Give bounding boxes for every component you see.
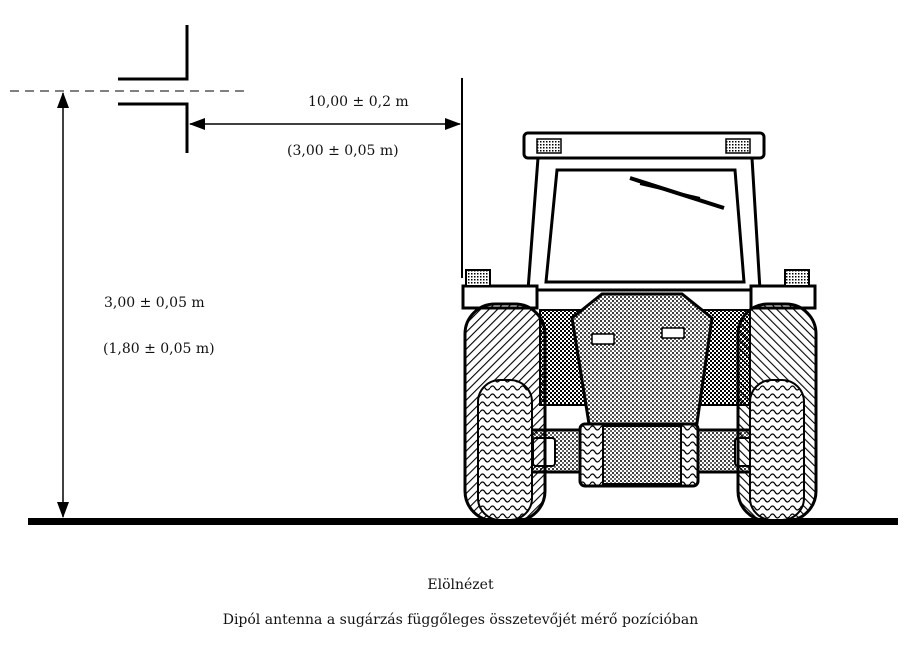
ground-line (28, 518, 898, 525)
side-light-right (784, 269, 810, 287)
roof-light-right (725, 138, 751, 154)
dipole-antenna-icon (118, 25, 189, 153)
height-alt-label: (1,80 ± 0,05 m) (103, 341, 215, 357)
roof-light-left (536, 138, 562, 154)
hood-light-left (591, 333, 615, 345)
distance-label: 10,00 ± 0,2 m (308, 94, 409, 110)
height-label: 3,00 ± 0,05 m (104, 295, 205, 311)
tractor-hood (570, 292, 714, 432)
front-weight-center (602, 425, 682, 485)
wiper-arm (639, 183, 701, 199)
front-tire-left (463, 302, 547, 523)
distance-alt-label: (3,00 ± 0,05 m) (287, 143, 399, 159)
view-caption: Elölnézet (427, 577, 494, 593)
cab-window (544, 168, 746, 284)
tractor-front-view (461, 131, 818, 523)
hood-light-right (661, 327, 685, 339)
side-light-left (465, 269, 491, 287)
front-tire-right (736, 302, 818, 523)
figure-caption: Dipól antenna a sugárzás függőleges össz… (222, 612, 699, 628)
